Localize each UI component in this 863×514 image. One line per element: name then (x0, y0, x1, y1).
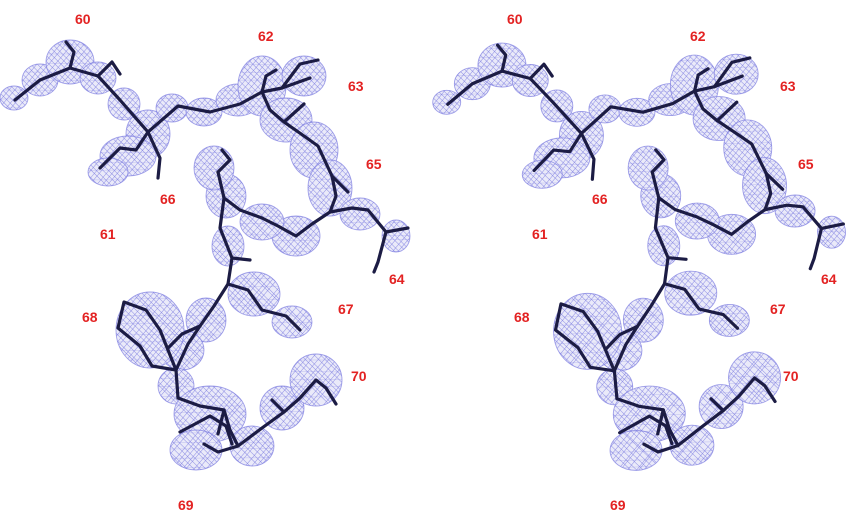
residue-label-64: 64 (821, 271, 837, 287)
backbone-bond (230, 256, 252, 262)
residue-label-60: 60 (75, 11, 91, 27)
residue-label-66: 66 (160, 191, 176, 207)
backbone-bond (676, 376, 777, 448)
residue-label-62: 62 (690, 28, 706, 44)
backbone-bond (218, 196, 234, 286)
backbone-bond (282, 120, 338, 214)
backbone-bond (612, 282, 667, 401)
residue-label-63: 63 (780, 78, 796, 94)
backbone-bond (174, 282, 230, 400)
backbone-model (13, 40, 410, 454)
backbone-bond (328, 206, 410, 234)
backbone-bond (146, 130, 162, 180)
density-map-left (0, 39, 411, 471)
density-mesh (432, 42, 846, 471)
residue-label-70: 70 (351, 368, 367, 384)
residue-label-61: 61 (100, 226, 116, 242)
backbone-bond (98, 130, 150, 170)
backbone-bond (553, 302, 616, 373)
backbone-bond (764, 171, 785, 191)
backbone-bond (532, 131, 583, 173)
residue-label-67: 67 (770, 301, 786, 317)
backbone-bond (216, 408, 226, 436)
residue-label-69: 69 (178, 497, 194, 513)
backbone-bond (692, 67, 710, 93)
residue-label-64: 64 (389, 271, 405, 287)
residue-label-66: 66 (592, 191, 608, 207)
residue-label-65: 65 (366, 156, 382, 172)
backbone-bond (709, 397, 725, 413)
backbone-bond (495, 43, 508, 73)
backbone-bond (618, 414, 674, 446)
backbone-bond (650, 148, 666, 174)
backbone-bond (712, 56, 752, 89)
backbone-bond (763, 203, 845, 231)
backbone-bond (116, 300, 178, 372)
backbone-bond (692, 89, 739, 123)
backbone-bond (330, 174, 350, 194)
residue-label-60: 60 (507, 11, 523, 27)
backbone-bond (216, 170, 332, 238)
backbone-bond (13, 66, 312, 134)
backbone-bond (270, 398, 286, 414)
backbone-bond (446, 69, 744, 136)
backbone-bond (656, 408, 665, 436)
residue-label-61: 61 (532, 226, 548, 242)
backbone-bond (528, 62, 554, 81)
backbone-bond (372, 230, 388, 274)
backbone-bond (666, 256, 688, 261)
backbone-bond (260, 68, 278, 94)
residue-label-63: 63 (348, 78, 364, 94)
backbone-bond (653, 196, 670, 286)
backbone-bond (166, 324, 202, 350)
density-mesh (0, 39, 411, 471)
residue-label-65: 65 (798, 156, 814, 172)
backbone-bond (226, 282, 302, 332)
density-map-right (432, 42, 846, 471)
backbone-bond (715, 119, 773, 212)
backbone-model (446, 43, 845, 454)
backbone-bond (202, 442, 240, 454)
density-blob (432, 89, 462, 115)
backbone-bond (650, 170, 767, 236)
residue-label-69: 69 (610, 497, 626, 513)
backbone-bond (260, 90, 306, 124)
backbone-bond (642, 442, 680, 454)
backbone-bond (604, 324, 640, 351)
backbone-bond (96, 60, 122, 78)
residue-label-70: 70 (783, 368, 799, 384)
density-blob (0, 85, 29, 111)
residue-label-68: 68 (514, 309, 530, 325)
residue-label-67: 67 (338, 301, 354, 317)
backbone-bond (64, 40, 76, 70)
backbone-bond (280, 58, 320, 90)
backbone-bond (236, 378, 338, 448)
backbone-bond (178, 414, 234, 446)
backbone-bond (662, 282, 740, 330)
backbone-bond (216, 148, 232, 174)
residue-label-68: 68 (82, 309, 98, 325)
backbone-bond (579, 131, 596, 181)
stereo-panel-right: 60 61 62 63 64 65 66 67 68 69 70 (432, 0, 863, 514)
residue-label-62: 62 (258, 28, 274, 44)
backbone-bond (808, 226, 824, 271)
stereo-panel-left: 60 61 62 63 64 65 66 67 68 69 70 (0, 11, 411, 513)
